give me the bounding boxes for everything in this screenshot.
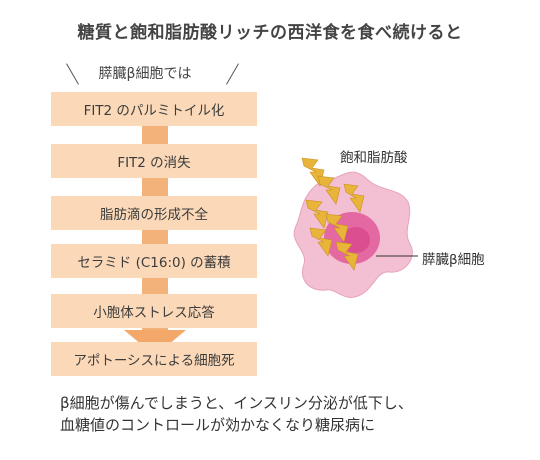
fatty-acid-label: 飽和脂肪酸 (340, 150, 408, 166)
lightning-icon (325, 213, 349, 243)
subtitle: 膵臓β細胞では (98, 66, 192, 82)
page-title: 糖質と飽和脂肪酸リッチの西洋食を食べ続けると (77, 23, 463, 43)
step-apoptosis: アポトーシスによる細胞死 (51, 342, 257, 376)
lightning-icon (317, 175, 341, 205)
lightning-icon (335, 241, 359, 271)
lightning-icon (309, 227, 333, 257)
lightning-icon (305, 199, 329, 229)
step-palmitoylation: FIT2 のパルミトイル化 (51, 92, 257, 126)
step-fit2-loss: FIT2 の消失 (51, 144, 257, 178)
beta-cell-label: 膵臓β細胞 (422, 252, 485, 268)
footer-text: β細胞が傷んでしまうと、インスリン分泌が低下し、 血糖値のコントロールが効かなく… (60, 392, 520, 436)
beta-cell-illustration (293, 157, 418, 298)
footer-line-1: β細胞が傷んでしまうと、インスリン分泌が低下し、 (60, 394, 413, 412)
step-ceramide-accumulation: セラミド (C16:0) の蓄積 (51, 244, 257, 278)
step-er-stress: 小胞体ストレス応答 (51, 294, 257, 328)
footer-line-2: 血糖値のコントロールが効かなくなり糖尿病に (60, 416, 376, 434)
lightning-icon (343, 183, 365, 213)
step-lipid-droplet-failure: 脂肪滴の形成不全 (51, 196, 257, 230)
